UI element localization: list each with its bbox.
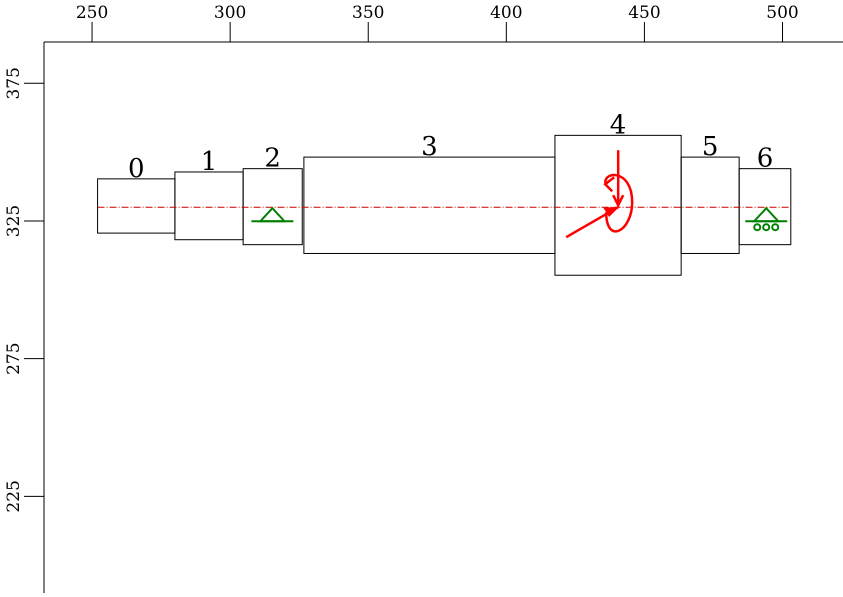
y-tick-label: 325: [4, 205, 24, 237]
moment-icon: [603, 150, 634, 233]
moment-arc: [604, 173, 634, 233]
supports: [251, 206, 788, 232]
pin-support-icon: [251, 206, 294, 223]
y-tick-label: 375: [4, 67, 24, 99]
shaft-segment-0: [97, 178, 176, 234]
shaft-segment-2: [242, 168, 303, 246]
segment-label-6: 6: [757, 144, 774, 174]
x-tick-label: 450: [628, 3, 660, 23]
x-tick-label: 500: [766, 3, 798, 23]
force-arrow-icon: [565, 206, 620, 239]
segment-label-3: 3: [421, 132, 438, 162]
y-tick-label: 225: [4, 480, 24, 512]
shaft-segment-5: [680, 156, 740, 254]
y-tick-label: 275: [4, 342, 24, 374]
segment-label-0: 0: [128, 154, 145, 184]
moment-arc-head: [603, 176, 615, 193]
roller-support-icon: [745, 206, 788, 232]
x-tick-label: 300: [214, 3, 246, 23]
segment-label-5: 5: [702, 132, 719, 162]
moment-axis-head: [612, 194, 625, 209]
roller-wheel: [771, 223, 780, 232]
segment-label-1: 1: [201, 147, 218, 177]
shaft-segment-6: [738, 168, 792, 246]
x-tick-label: 250: [76, 3, 108, 23]
x-tick-label: 350: [352, 3, 384, 23]
shaft-segments: 0 1 2 3 4 5 6: [97, 110, 792, 276]
segment-label-4: 4: [610, 110, 627, 140]
roller-wheel: [762, 223, 771, 232]
shaft-segment-3: [303, 156, 556, 254]
roller-wheel: [753, 223, 762, 232]
support-triangle: [751, 206, 781, 223]
x-tick-label: 400: [490, 3, 522, 23]
shaft-segment-1: [174, 171, 244, 241]
applied-load: [565, 150, 634, 239]
segment-label-2: 2: [264, 144, 281, 174]
support-triangle: [258, 206, 287, 223]
y-axis-ticks: 375 325 275 225: [4, 67, 44, 513]
x-axis-ticks: 250 300 350 400 450 500: [76, 3, 799, 42]
